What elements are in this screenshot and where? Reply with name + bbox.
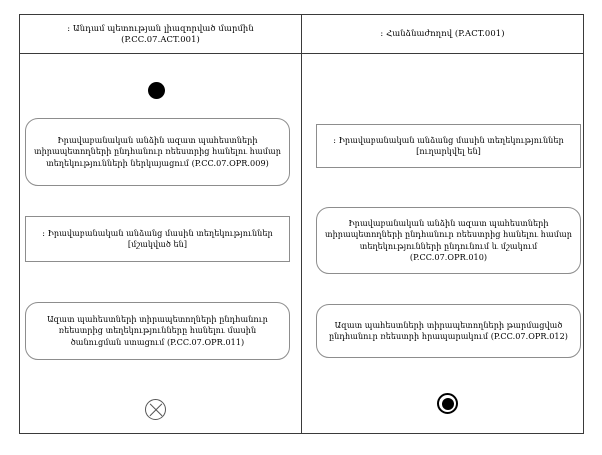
action-node-opr-009-label: Իրավաբանական անձին ազատ պահեստների տիրապ… bbox=[34, 134, 281, 168]
swimlane-left-header-label: : Անդամ պետության լիազորված մարմին (P.CC… bbox=[67, 23, 254, 46]
action-node-opr-010[interactable]: Իրավաբանական անձին ազատ պահեստների տիրապ… bbox=[316, 207, 581, 274]
action-node-opr-010-label: Իրավաբանական անձին ազատ պահեստների տիրապ… bbox=[325, 217, 572, 262]
action-node-opr-011[interactable]: Ազատ պահեստների տիրապետողների ընդհանուր … bbox=[25, 302, 290, 360]
object-node-sent-label: : Իրավաբանական անձանց մասին տեղեկություն… bbox=[333, 134, 564, 156]
swimlane-right-header: : Հանձնաժողով (P.ACT.001) bbox=[302, 15, 583, 54]
action-node-opr-009[interactable]: Իրավաբանական անձին ազատ պահեստների տիրապ… bbox=[25, 118, 290, 186]
action-node-opr-012[interactable]: Ազատ պահեստների տիրապետողների թարմացված … bbox=[316, 304, 581, 358]
initial-node[interactable] bbox=[148, 82, 165, 99]
swimlane-left-header-line1: : Անդամ պետության լիազորված մարմին bbox=[67, 22, 254, 33]
activity-final-node[interactable] bbox=[437, 393, 458, 414]
action-node-opr-012-label: Ազատ պահեստների տիրապետողների թարմացված … bbox=[328, 319, 568, 341]
swimlane-left-header: : Անդամ պետության լիազորված մարմին (P.CC… bbox=[20, 15, 301, 54]
swimlane-left-header-line2: (P.CC.07.ACT.001) bbox=[121, 34, 200, 44]
action-node-opr-011-label: Ազատ պահեստների տիրապետողների ընդհանուր … bbox=[47, 313, 268, 347]
object-node-sent[interactable]: : Իրավաբանական անձանց մասին տեղեկություն… bbox=[316, 124, 581, 168]
swimlane-right-header-label: : Հանձնաժողով (P.ACT.001) bbox=[380, 28, 505, 39]
object-node-processed[interactable]: : Իրավաբանական անձանց մասին տեղեկություն… bbox=[25, 216, 290, 262]
flow-final-node[interactable] bbox=[145, 399, 166, 420]
object-node-processed-label: : Իրավաբանական անձանց մասին տեղեկություն… bbox=[42, 227, 273, 249]
